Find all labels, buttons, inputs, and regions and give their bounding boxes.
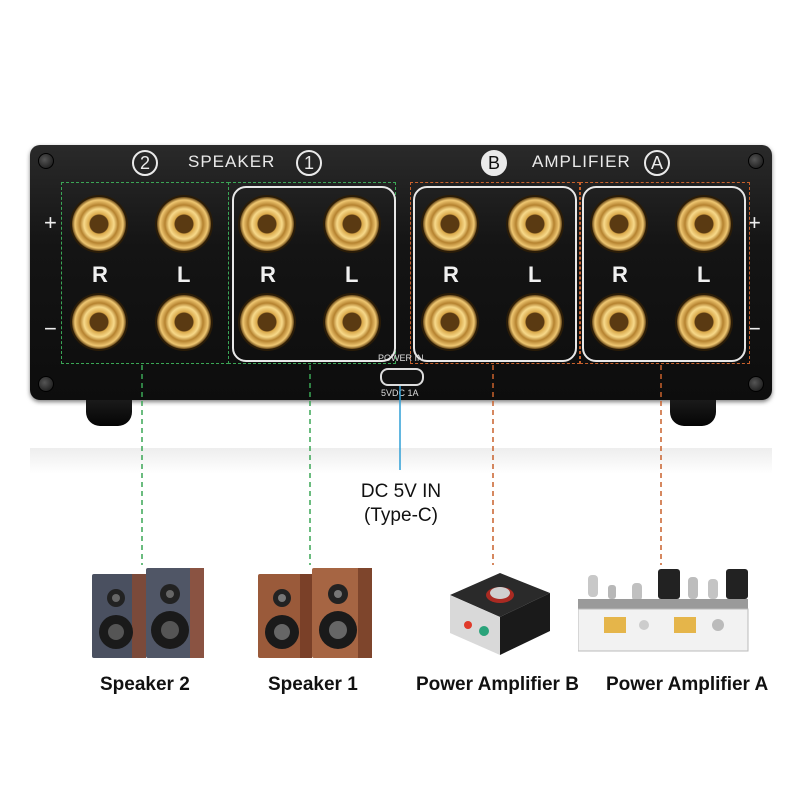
amplifier-a-image	[578, 569, 749, 652]
speaker-label: SPEAKER	[188, 152, 276, 171]
dc-line-1: DC 5V IN	[360, 481, 442, 502]
left-channel-label: L	[177, 262, 191, 287]
usb-c-port	[380, 368, 424, 386]
amplifier-label: AMPLIFIER	[532, 152, 631, 171]
binding-post	[677, 197, 731, 251]
minus-sign-left: −	[44, 316, 57, 341]
amplifier-b-highlight	[413, 186, 577, 362]
device-reflection	[30, 448, 772, 474]
right-channel-label: R	[443, 262, 459, 287]
caption-amplifier-a: Power Amplifier A	[606, 674, 769, 695]
caption-amplifier-b: Power Amplifier B	[416, 674, 579, 695]
speaker-2-image	[92, 568, 204, 658]
screw-icon	[38, 376, 54, 392]
minus-sign-right: −	[748, 316, 761, 341]
right-channel-label: R	[260, 262, 276, 287]
binding-post	[592, 197, 646, 251]
binding-post	[240, 295, 294, 349]
dc-line-2: (Type-C)	[364, 505, 438, 526]
channel-1-badge: 1	[296, 150, 322, 176]
screw-icon	[38, 153, 54, 169]
binding-post	[325, 295, 379, 349]
dc-input-annotation: DC 5V IN (Type-C)	[345, 480, 457, 528]
binding-post	[423, 295, 477, 349]
binding-post	[157, 295, 211, 349]
speaker-1-highlight	[232, 186, 396, 362]
binding-post	[423, 197, 477, 251]
left-channel-label: L	[697, 262, 711, 287]
rubber-foot	[86, 400, 132, 426]
channel-b-badge: B	[481, 150, 507, 176]
screw-icon	[748, 153, 764, 169]
right-channel-label: R	[92, 262, 108, 287]
binding-post	[157, 197, 211, 251]
binding-post	[240, 197, 294, 251]
channel-a-badge: A	[644, 150, 670, 176]
rubber-foot	[670, 400, 716, 426]
amplifier-a-group	[580, 182, 750, 364]
speaker-1-image	[258, 568, 372, 658]
caption-speaker-1: Speaker 1	[268, 674, 358, 695]
binding-post	[72, 295, 126, 349]
binding-post	[325, 197, 379, 251]
screw-icon	[748, 376, 764, 392]
binding-post	[508, 197, 562, 251]
binding-post	[508, 295, 562, 349]
plus-sign-right: +	[748, 210, 761, 235]
channel-2-badge: 2	[132, 150, 158, 176]
amplifier-b-group	[410, 182, 580, 364]
amplifier-b-image	[450, 573, 550, 655]
left-channel-label: L	[345, 262, 359, 287]
binding-post	[72, 197, 126, 251]
caption-speaker-2: Speaker 2	[100, 674, 190, 695]
binding-post	[677, 295, 731, 349]
left-channel-label: L	[528, 262, 542, 287]
plus-sign-left: +	[44, 210, 57, 235]
amplifier-a-highlight	[582, 186, 746, 362]
right-channel-label: R	[612, 262, 628, 287]
binding-post	[592, 295, 646, 349]
power-in-label: POWER IN	[378, 353, 424, 363]
